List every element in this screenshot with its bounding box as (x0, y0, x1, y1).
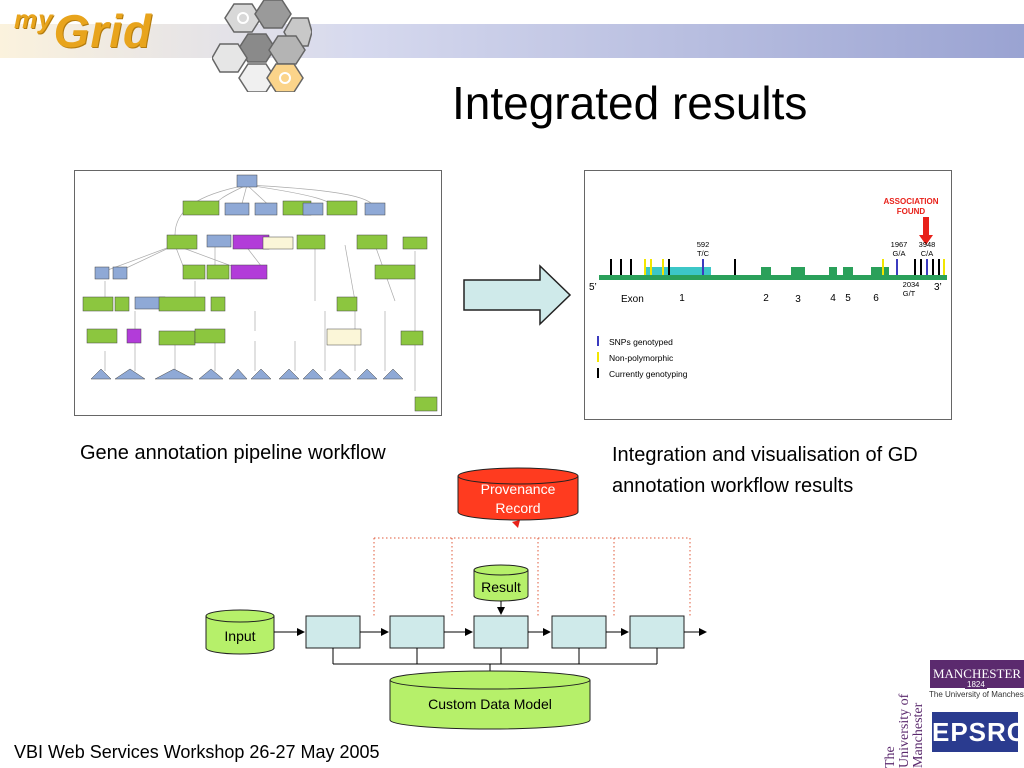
logo-grid: Grid (53, 5, 153, 57)
logo-my: my (14, 4, 54, 34)
custom-data-model-label: Custom Data Model (428, 696, 552, 712)
left-caption: Gene annotation pipeline workflow (80, 442, 386, 464)
flow-arrow-icon (463, 264, 572, 326)
model-connectors (332, 648, 658, 676)
header-band (0, 24, 1024, 58)
workflow-nodes (82, 174, 438, 412)
legend-genotyped: SNPs genotyped (609, 337, 673, 347)
snp-3948-pos: 3948 (919, 240, 936, 249)
exon-1-block (645, 267, 711, 275)
snp-2034-pos: 2034 (903, 280, 920, 289)
mygrid-logo: myGrid (14, 5, 153, 57)
exon-5-block (843, 267, 853, 275)
gene-backbone (599, 275, 947, 280)
exon-6-block (871, 267, 889, 275)
snp-592-pos: 592 (697, 240, 710, 249)
result-label: Result (481, 579, 521, 595)
snp-3948-change: C/A (921, 249, 934, 258)
input-label: Input (224, 628, 255, 644)
gene-map: ASSOCIATION FOUND 592 (589, 197, 947, 379)
association-label-2: FOUND (897, 207, 926, 216)
manchester-subtitle: The University of Manchester (929, 690, 1024, 699)
workflow-figure (74, 170, 442, 416)
process-step-4 (551, 615, 607, 649)
association-arrow-icon (919, 217, 933, 245)
pipeline-diagram: Provenance Record Result Input (205, 467, 707, 730)
exon-number-6: 6 (873, 293, 879, 304)
workflow-graph (82, 174, 438, 412)
association-label-1: ASSOCIATION (884, 197, 939, 206)
five-prime-label: 5’ (589, 282, 597, 293)
provenance-arrowhead-icon (512, 520, 520, 528)
provenance-record-cylinder: Provenance Record (457, 467, 579, 521)
process-step-2 (389, 615, 445, 649)
manchester-year: 1824 (965, 680, 987, 689)
right-caption: Integration and visualisation of GD anno… (612, 444, 918, 497)
workflow-output-triangles (90, 368, 404, 380)
snp-2034-change: G/T (903, 289, 916, 298)
snp-markers (610, 259, 945, 275)
exon-number-2: 2 (763, 293, 769, 304)
legend-genotyping: Currently genotyping (609, 369, 688, 379)
exon-number-3: 3 (795, 294, 801, 305)
exon-number-1: 1 (679, 293, 685, 304)
process-step-3 (473, 615, 529, 649)
provenance-label-2: Record (495, 500, 540, 516)
process-step-1 (305, 615, 361, 649)
exon-number-5: 5 (845, 293, 851, 304)
provenance-label-1: Provenance (481, 481, 556, 497)
provenance-links (373, 537, 691, 616)
custom-data-model-cylinder: Custom Data Model (389, 670, 591, 730)
three-prime-label: 3’ (934, 282, 942, 293)
snp-1967-pos: 1967 (891, 240, 908, 249)
exon-number-4: 4 (830, 293, 836, 304)
snp-1967-change: G/A (893, 249, 906, 258)
process-steps (305, 615, 685, 649)
input-cylinder: Input (205, 609, 275, 655)
legend-non-polymorphic: Non-polymorphic (609, 353, 674, 363)
footer-text: VBI Web Services Workshop 26-27 May 2005 (14, 742, 380, 762)
process-step-5 (629, 615, 685, 649)
hexagon-logo-icon (212, 0, 312, 92)
slide-title: Integrated results (452, 77, 808, 129)
epsrc-logo: EPSRC (932, 712, 1024, 752)
gene-map-figure: ASSOCIATION FOUND 592 (584, 170, 952, 420)
exon-3-block (791, 267, 805, 275)
exon-2-block (761, 267, 771, 275)
manchester-text: MANCHESTER (932, 666, 1022, 681)
exon-label: Exon (621, 294, 644, 305)
result-cylinder: Result (473, 564, 529, 602)
workflow-edges (104, 184, 416, 391)
snp-592-change: T/C (697, 249, 710, 258)
exon-4-block (829, 267, 837, 275)
